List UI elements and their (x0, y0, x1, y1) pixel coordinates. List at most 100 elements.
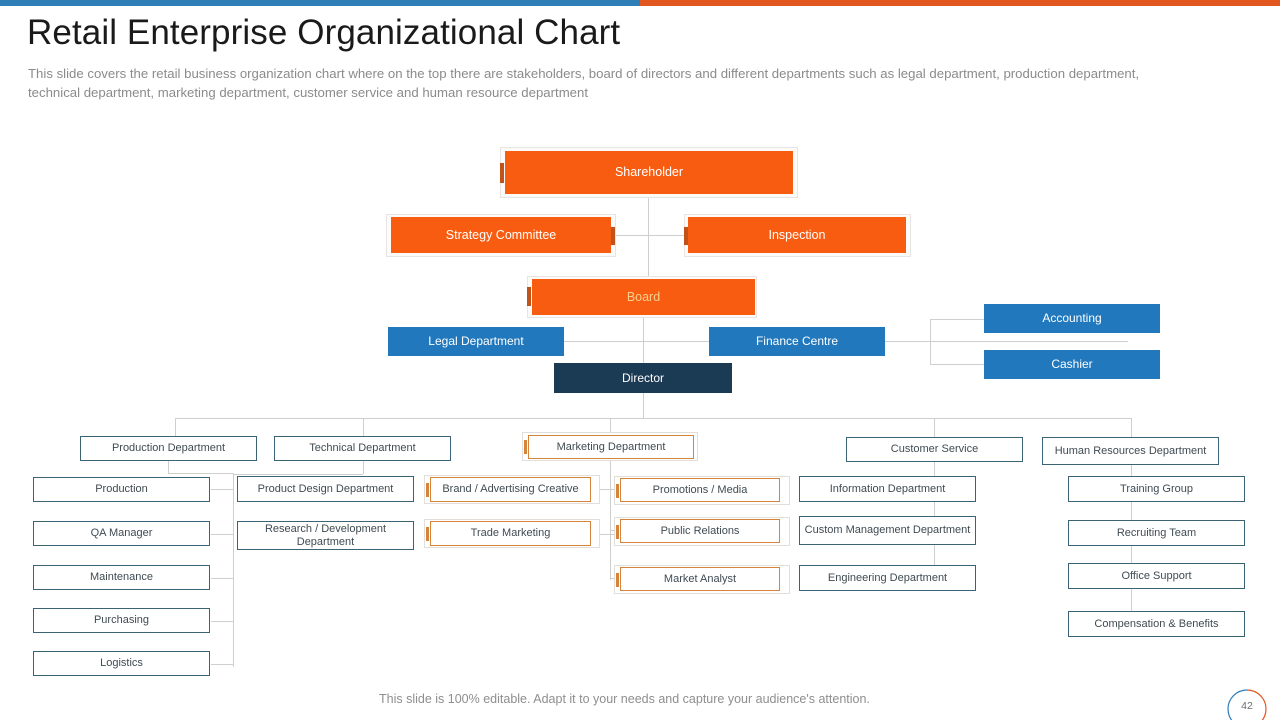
node-office-support[interactable]: Office Support (1068, 563, 1245, 589)
connector-drop-customer (934, 418, 935, 437)
node-compensation-benefits[interactable]: Compensation & Benefits (1068, 611, 1245, 637)
node-production[interactable]: Production (33, 477, 210, 502)
connector-technical-down (363, 461, 364, 474)
node-research-development-department-label: Research / Development Department (264, 523, 387, 548)
node-custom-management-department-label: Custom Management Department (804, 524, 971, 537)
node-inspection-label: Inspection (768, 227, 826, 242)
node-custom-management-department[interactable]: Custom Management Department (799, 516, 976, 545)
node-public-relations[interactable]: Public Relations (620, 519, 780, 543)
node-inspection[interactable]: Inspection (688, 217, 906, 253)
page-subtitle: This slide covers the retail business or… (28, 66, 1140, 100)
node-purchasing[interactable]: Purchasing (33, 608, 210, 633)
node-research-development-department[interactable]: Research / Development Department (237, 521, 414, 550)
node-finance-centre-label: Finance Centre (755, 334, 839, 349)
node-qa-manager-label: QA Manager (90, 527, 153, 540)
connector-accounting-in (930, 319, 986, 320)
node-customer-service[interactable]: Customer Service (846, 437, 1023, 462)
connector-production-down (168, 461, 169, 473)
node-brand-advertising-creative-label: Brand / Advertising Creative (442, 483, 579, 496)
node-director[interactable]: Director (554, 363, 732, 393)
connector-stub-production (211, 489, 234, 490)
node-human-resources-department[interactable]: Human Resources Department (1042, 437, 1219, 465)
node-cashier[interactable]: Cashier (984, 350, 1160, 379)
node-human-resources-department-label: Human Resources Department (1054, 444, 1207, 457)
node-cashier-label: Cashier (1051, 357, 1093, 372)
promotions-media-accent-tick (616, 484, 619, 498)
node-trade-marketing-label: Trade Marketing (470, 527, 551, 540)
node-logistics[interactable]: Logistics (33, 651, 210, 676)
node-production-label: Production (95, 483, 148, 496)
node-maintenance[interactable]: Maintenance (33, 565, 210, 590)
connector-drop-hr (1131, 418, 1132, 437)
node-recruiting-team[interactable]: Recruiting Team (1068, 520, 1245, 546)
trade-marketing-accent-tick (426, 527, 429, 541)
node-market-analyst[interactable]: Market Analyst (620, 567, 780, 591)
node-logistics-label: Logistics (100, 657, 143, 670)
node-compensation-benefits-label: Compensation & Benefits (1094, 617, 1219, 630)
connector-drop-production (175, 418, 176, 437)
connector-marketing-spine (610, 460, 611, 580)
node-technical-department[interactable]: Technical Department (274, 436, 451, 461)
node-shareholder-label: Shareholder (614, 165, 684, 180)
market-analyst-accent-tick (616, 573, 619, 587)
topbar-blue-segment (0, 0, 640, 6)
connector-stub-trade (590, 534, 616, 535)
node-technical-department-label: Technical Department (309, 442, 416, 455)
connector-stub-brand (590, 489, 616, 490)
node-public-relations-label: Public Relations (660, 524, 740, 537)
node-production-department[interactable]: Production Department (80, 436, 257, 461)
node-training-group-label: Training Group (1120, 482, 1193, 495)
node-engineering-department[interactable]: Engineering Department (799, 565, 976, 591)
connector-department-bus (175, 418, 1131, 419)
connector-shareholder-down (648, 196, 649, 235)
node-shareholder[interactable]: Shareholder (505, 151, 793, 194)
board-accent-tick (527, 287, 531, 306)
node-brand-advertising-creative[interactable]: Brand / Advertising Creative (430, 477, 591, 502)
node-recruiting-team-label: Recruiting Team (1116, 526, 1197, 539)
node-training-group[interactable]: Training Group (1068, 476, 1245, 502)
public-relations-accent-tick (616, 525, 619, 539)
topbar-orange-segment (640, 0, 1280, 6)
node-qa-manager[interactable]: QA Manager (33, 521, 210, 546)
connector-shareholder-sides (615, 235, 685, 236)
node-marketing-department[interactable]: Marketing Department (528, 435, 694, 459)
node-accounting[interactable]: Accounting (984, 304, 1160, 333)
node-information-department-label: Information Department (829, 482, 946, 495)
connector-production-spine (233, 473, 234, 667)
connector-stub-maintenance (211, 578, 234, 579)
page-number: 42 (1241, 700, 1253, 712)
node-market-analyst-label: Market Analyst (663, 572, 737, 585)
node-information-department[interactable]: Information Department (799, 476, 976, 502)
page-title: Retail Enterprise Organizational Chart (27, 13, 621, 52)
node-product-design-department-label: Product Design Department (257, 482, 394, 495)
connector-production-over (168, 473, 234, 474)
footer-note: This slide is 100% editable. Adapt it to… (379, 692, 870, 706)
connector-finance-vert (930, 319, 931, 364)
node-office-support-label: Office Support (1121, 569, 1192, 582)
shareholder-accent-tick (500, 163, 504, 183)
node-product-design-department[interactable]: Product Design Department (237, 476, 414, 502)
connector-stub-purchasing (211, 621, 234, 622)
node-board[interactable]: Board (532, 279, 755, 315)
node-purchasing-label: Purchasing (93, 614, 150, 627)
node-strategy-committee-label: Strategy Committee (445, 227, 557, 242)
node-trade-marketing[interactable]: Trade Marketing (430, 521, 591, 546)
connector-finance-out (885, 341, 985, 342)
node-promotions-media[interactable]: Promotions / Media (620, 478, 780, 502)
connector-stub-qa (211, 534, 234, 535)
node-legal-department[interactable]: Legal Department (388, 327, 564, 356)
node-maintenance-label: Maintenance (90, 571, 153, 584)
node-production-department-label: Production Department (111, 442, 226, 455)
connector-cashier-in (930, 364, 986, 365)
node-strategy-committee[interactable]: Strategy Committee (391, 217, 611, 253)
node-accounting-label: Accounting (1042, 311, 1102, 326)
node-director-label: Director (621, 370, 664, 385)
connector-board-to-director (643, 318, 644, 363)
connector-drop-marketing (610, 418, 611, 435)
connector-technical-over (233, 474, 363, 475)
node-legal-department-label: Legal Department (428, 334, 524, 349)
node-promotions-media-label: Promotions / Media (652, 483, 748, 496)
connector-shareholder-to-board (648, 235, 649, 277)
node-finance-centre[interactable]: Finance Centre (709, 327, 885, 356)
